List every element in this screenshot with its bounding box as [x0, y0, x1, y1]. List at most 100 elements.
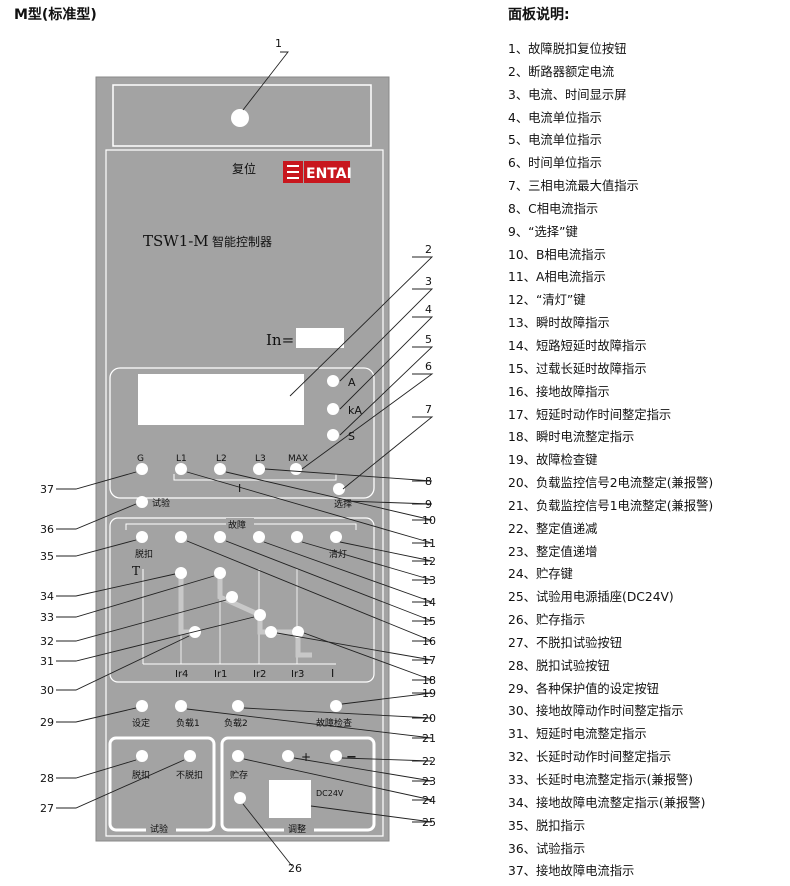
legend-item: 9、“选择”键: [508, 224, 578, 239]
in-label: In=: [266, 331, 294, 349]
legend-item: 8、C相电流指示: [508, 201, 599, 216]
legend-item: 22、整定值递减: [508, 521, 598, 536]
callout-number: 12: [422, 555, 436, 568]
set-button[interactable]: [136, 700, 148, 712]
callout-leader-line: [243, 707, 433, 719]
legend-item: 28、脱扣试验按钮: [508, 658, 610, 673]
trip-label: 脱扣: [135, 548, 153, 560]
legend-item: 4、电流单位指示: [508, 110, 602, 125]
store-button[interactable]: [232, 750, 244, 762]
protection-curve: [142, 569, 336, 665]
callout-leader-line: [56, 759, 137, 779]
callout-number: 28: [40, 772, 54, 785]
reset-cover: [112, 84, 372, 147]
model-latin: TSW1-M: [143, 232, 209, 250]
select-button[interactable]: [333, 483, 345, 495]
callout-number: 4: [425, 303, 432, 316]
callout-leader-line: [301, 373, 434, 470]
callout-leader-line: [263, 541, 433, 603]
controller-panel-body: [95, 76, 390, 842]
ground-current-setting-led: [214, 567, 226, 579]
callout-leader-line: [243, 758, 433, 801]
callout-leader-line: [344, 500, 433, 505]
unit-ka-led: [327, 403, 339, 415]
legend-item: 24、贮存键: [508, 567, 573, 582]
callout-number: 11: [422, 537, 436, 550]
callout-number: 15: [422, 615, 436, 628]
reset-button[interactable]: [231, 109, 249, 127]
decrease-button[interactable]: [330, 750, 342, 762]
callout-leader-line: [56, 616, 255, 662]
minus-label: −: [346, 750, 357, 765]
callout-leader-line: [56, 635, 190, 691]
trip-test-label: 脱扣: [132, 769, 150, 781]
legend-item: 37、接地故障电流指示: [508, 864, 635, 879]
legend-item: 19、故障检查键: [508, 453, 598, 468]
long-delay-time-led: [226, 591, 238, 603]
callout-leader-line: [56, 599, 227, 642]
long-delay-current-led: [175, 567, 187, 579]
callout-number: 34: [40, 590, 54, 603]
callout-number: 13: [422, 574, 436, 587]
adjust-group-label: 调整: [288, 823, 306, 835]
legend-item: 31、短延时电流整定指示: [508, 727, 647, 742]
short-delay-fault-led: [253, 531, 265, 543]
callout-leader-line: [341, 692, 433, 705]
callout-number: 35: [40, 550, 54, 563]
short-delay-current-led: [254, 609, 266, 621]
ir1-label: Ir1: [214, 669, 227, 680]
legend-item: 18、瞬时电流整定指示: [508, 430, 635, 445]
ir3-label: Ir3: [291, 669, 304, 680]
callout-leader-line: [242, 51, 289, 111]
legend-item: 11、A相电流指示: [508, 270, 606, 285]
callout-leader-line: [186, 471, 433, 544]
callout-number: 21: [422, 732, 436, 745]
instant-current-led: [292, 626, 304, 638]
callout-leader-line: [186, 708, 433, 739]
bracket-i-label: I: [238, 482, 241, 495]
callout-leader-line: [186, 540, 433, 642]
select-label: 选择: [334, 498, 352, 510]
dc24v-label: DC24V: [316, 789, 344, 798]
ground-fault-led: [175, 531, 187, 543]
callout-leader-line: [225, 471, 433, 521]
callout-number: 9: [425, 498, 432, 511]
legend-item: 15、过载长延时故障指示: [508, 361, 647, 376]
test-led: [136, 496, 148, 508]
callout-leader-line: [56, 707, 137, 723]
plus-label: +: [301, 750, 311, 764]
clear-button[interactable]: [330, 531, 342, 543]
callout-labels: 1234567891011121314151617181920212223242…: [40, 37, 436, 875]
max-current-led: [290, 463, 302, 475]
callout-number: 7: [425, 403, 432, 416]
callout-number: 37: [40, 483, 54, 496]
callout-leader-line: [339, 346, 434, 436]
legend-item: 26、贮存指示: [508, 613, 586, 628]
unit-s-label: S: [348, 430, 355, 443]
callout-number: 14: [422, 596, 436, 609]
legend-item: 5、电流单位指示: [508, 133, 602, 148]
fault-check-button[interactable]: [330, 700, 342, 712]
callout-leader-line: [341, 757, 433, 762]
ind-max-label: MAX: [288, 454, 308, 464]
callout-leader-line: [56, 759, 185, 809]
legend-item: 10、B相电流指示: [508, 247, 606, 262]
callout-leader-line: [56, 503, 137, 530]
unit-ka-label: kA: [348, 404, 362, 417]
store-led: [234, 792, 246, 804]
no-trip-test-button[interactable]: [184, 750, 196, 762]
legend-item: 7、三相电流最大值指示: [508, 179, 639, 194]
callout-number: 6: [425, 360, 432, 373]
increase-button[interactable]: [282, 750, 294, 762]
phase-bracket: [173, 474, 337, 481]
callout-number: 16: [422, 635, 436, 648]
callout-number: 5: [425, 333, 432, 346]
dc24v-socket[interactable]: [269, 780, 311, 818]
callout-leader-line: [339, 541, 433, 562]
trip-test-button[interactable]: [136, 750, 148, 762]
unit-a-led: [327, 375, 339, 387]
callout-number: 33: [40, 611, 54, 624]
callout-leader-line: [56, 573, 176, 597]
unit-a-label: A: [348, 376, 356, 389]
callout-number: 18: [422, 674, 436, 687]
